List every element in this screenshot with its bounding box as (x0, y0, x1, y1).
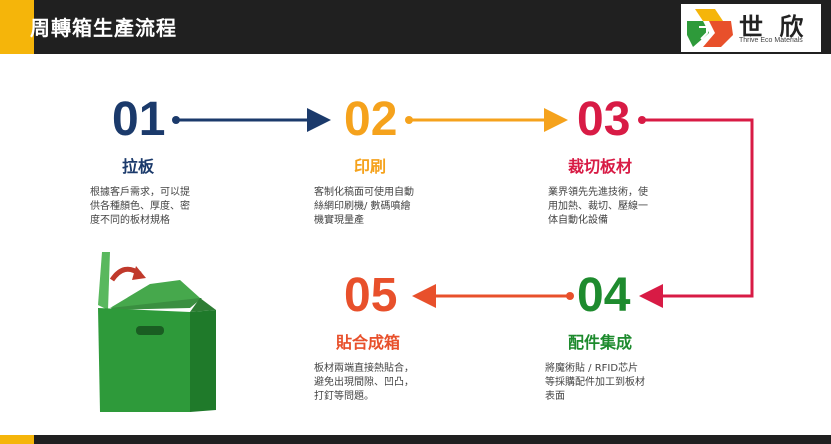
arrow-03-04 (638, 116, 754, 308)
step-05-desc: 板材兩端直接熱貼合， 避免出現間隙、凹凸， 打釘等問題。 (314, 363, 414, 402)
page-title: 周轉箱生產流程 (30, 16, 177, 40)
step-04-desc: 將魔術貼 / RFID芯片 等採購配件加工到板材 表面 (545, 363, 645, 402)
step-01-number: 01 (112, 93, 166, 146)
arrow-02-03 (405, 108, 568, 132)
green-box-illustration (98, 252, 216, 412)
step-03-number: 03 (577, 93, 631, 146)
step-02-desc: 客制化稿面可使用自動 絲網印刷機/ 數碼噴繪 機實現量產 (314, 187, 414, 226)
step-03-title: 裁切板材 (568, 157, 633, 176)
brand-name: 世 欣 (739, 13, 808, 41)
step-03-desc: 業界領先先進技術，使 用加熱、裁切、壓線一 体自動化設備 (548, 187, 648, 226)
step-02-title: 印刷 (354, 157, 387, 176)
brand-tagline: Thrive Eco Materials (739, 37, 803, 44)
header-accent (0, 0, 34, 54)
brand-logo: 世 欣 Thrive Eco Materials (681, 4, 821, 52)
footer-bar (0, 435, 831, 444)
step-01-title: 拉板 (122, 157, 155, 176)
step-05-number: 05 (344, 269, 398, 322)
step-05-title: 貼合成箱 (336, 333, 401, 352)
header-bar: 周轉箱生產流程 世 欣 Thrive Eco Materials (0, 0, 831, 54)
logo-mark-icon (687, 9, 733, 47)
step-04-title: 配件集成 (568, 333, 633, 352)
arrow-01-02 (172, 108, 331, 132)
arrow-04-05 (412, 284, 574, 308)
step-02-number: 02 (344, 93, 398, 146)
footer-accent (0, 435, 34, 444)
step-01-desc: 根據客戶需求，可以提 供各種顏色、厚度、密 度不同的板材規格 (90, 187, 190, 226)
step-04-number: 04 (577, 269, 631, 322)
